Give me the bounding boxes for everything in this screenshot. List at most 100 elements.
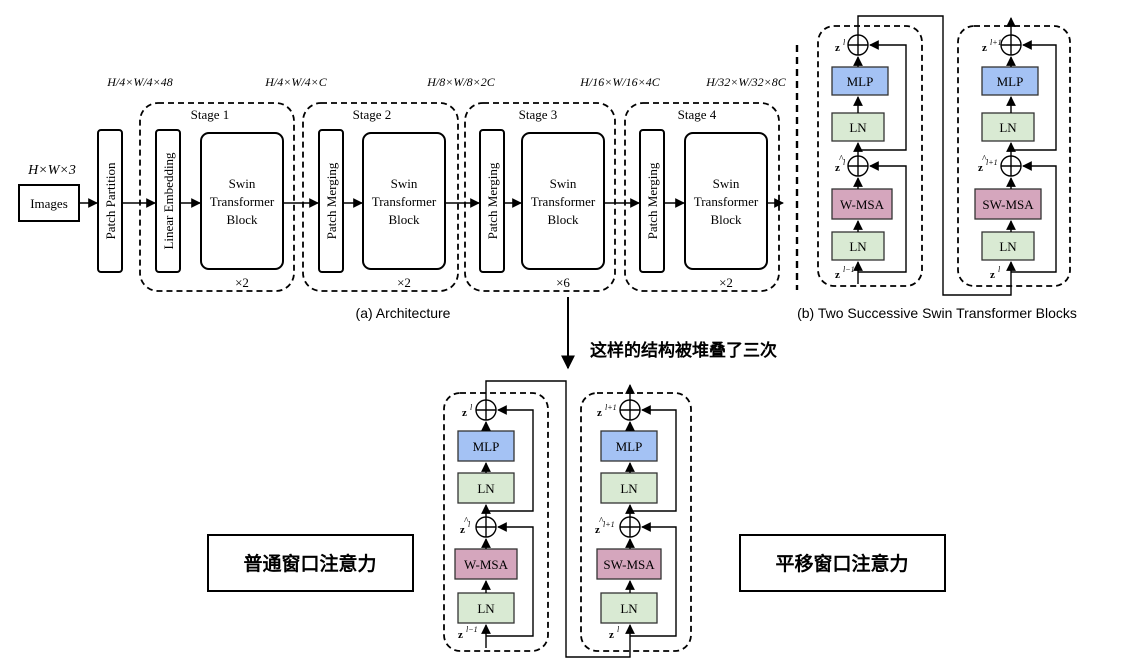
mlp-label: MLP: [616, 439, 643, 454]
z-sup: l: [843, 38, 846, 47]
regular-window-box: [207, 534, 414, 592]
stage-3-swin-block: [521, 132, 605, 270]
hat-mark: ^: [839, 154, 844, 165]
images-label: Images: [30, 196, 68, 211]
swin-line1: Swin: [550, 176, 577, 191]
ln-label: LN: [849, 239, 867, 254]
architecture-panel: H×W×3 Images Patch Partition H/4×W/4×48 …: [18, 75, 787, 321]
ln-label: LN: [849, 120, 867, 135]
ln-label: LN: [620, 601, 638, 616]
stage-3-dim: H/16×W/16×4C: [579, 75, 661, 89]
patch-merging-label: Patch Merging: [645, 162, 660, 239]
zhat-label: z: [978, 162, 983, 174]
swmsa-box: [596, 548, 662, 580]
z-label: z: [835, 42, 840, 54]
stage-2-label: Stage 2: [353, 107, 392, 122]
zhat-label: z: [595, 524, 600, 536]
ln-box: [600, 472, 658, 504]
ln-label: LN: [477, 481, 495, 496]
z-input-label: z: [990, 269, 995, 281]
stage-4-dim: H/32×W/32×8C: [705, 75, 787, 89]
patch-merging-label: Patch Merging: [485, 162, 500, 239]
mlp-box: [600, 430, 658, 462]
z-sup: l+1: [990, 38, 1002, 47]
stage-1-swin-block: [200, 132, 284, 270]
z-input-label: z: [609, 629, 614, 641]
hat-mark: ^: [982, 154, 987, 165]
stage-4-frame: [624, 102, 780, 292]
swin-line3: Block: [710, 212, 742, 227]
stage-1-frame: [139, 102, 295, 292]
z-input-sup: l: [998, 265, 1001, 274]
ln-box: [981, 231, 1035, 261]
linear-embedding-label: Linear Embedding: [161, 152, 176, 250]
successive-blocks-bottom: LN W-MSA LN MLP z l z l ^ z l−1 LN SW-MS…: [443, 380, 692, 658]
zhat-sup: l: [468, 520, 471, 529]
stage-4-label: Stage 4: [678, 107, 717, 122]
ln-box: [457, 472, 515, 504]
mlp-box: [831, 66, 889, 96]
mlp-box: [457, 430, 515, 462]
dim-partition-label: H/4×W/4×48: [106, 75, 173, 89]
swin-line3: Block: [388, 212, 420, 227]
stage-4-merging-box: [639, 129, 665, 273]
patch-partition-label: Patch Partition: [103, 162, 118, 239]
ln-box: [981, 112, 1035, 142]
z-label: z: [597, 407, 602, 419]
shifted-window-label: 平移窗口注意力: [775, 552, 908, 575]
stacked-note: 这样的结构被堆叠了三次: [590, 340, 777, 361]
stage-3-merging-box: [479, 129, 505, 273]
wmsa-label: W-MSA: [840, 197, 885, 212]
mlp-label: MLP: [997, 74, 1024, 89]
zhat-sup: l+1: [986, 158, 998, 167]
wmsa-box: [454, 548, 518, 580]
z-input-sup: l−1: [843, 265, 855, 274]
z-input-sup: l−1: [466, 625, 478, 634]
stage-2-swin-block: [362, 132, 446, 270]
stage-2-merging-box: [318, 129, 344, 273]
swmsa-label: SW-MSA: [603, 557, 655, 572]
linear-embedding-box: [155, 129, 181, 273]
stage-3-repeat: ×6: [556, 275, 570, 290]
swin-line2: Transformer: [531, 194, 596, 209]
swin-line1: Swin: [713, 176, 740, 191]
swin-line3: Block: [226, 212, 258, 227]
stage-4-swin-block: [684, 132, 768, 270]
mlp-box: [981, 66, 1039, 96]
successive-blocks-top: LN W-MSA LN MLP z l z l ^ z l−1 LN: [797, 15, 1077, 321]
input-dim-label: H×W×3: [27, 163, 76, 178]
shifted-window-box: [739, 534, 946, 592]
ln-label: LN: [999, 239, 1017, 254]
swmsa-label: SW-MSA: [982, 197, 1034, 212]
swin-line3: Block: [547, 212, 579, 227]
stage-1-label: Stage 1: [191, 107, 230, 122]
regular-window-label: 普通窗口注意力: [243, 552, 376, 575]
ln-label: LN: [477, 601, 495, 616]
stage-2-frame: [302, 102, 459, 292]
hat-mark: ^: [599, 516, 604, 527]
stage-1-repeat: ×2: [235, 275, 249, 290]
ln-label: LN: [620, 481, 638, 496]
zhat-sup: l: [843, 158, 846, 167]
wmsa-box: [831, 188, 893, 220]
swin-line1: Swin: [391, 176, 418, 191]
wmsa-label: W-MSA: [464, 557, 509, 572]
stage-1-dim: H/4×W/4×C: [264, 75, 328, 89]
swin-line2: Transformer: [372, 194, 437, 209]
images-box: [18, 184, 80, 222]
z-input-label: z: [835, 269, 840, 281]
stage-2-repeat: ×2: [397, 275, 411, 290]
swmsa-box: [974, 188, 1042, 220]
stage-2-dim: H/8×W/8×2C: [426, 75, 496, 89]
mlp-label: MLP: [847, 74, 874, 89]
z-input-label: z: [458, 629, 463, 641]
ln-box: [831, 231, 885, 261]
z-input-sup: l: [617, 625, 620, 634]
zhat-label: z: [460, 524, 465, 536]
hat-mark: ^: [464, 516, 469, 527]
ln-box: [600, 592, 658, 624]
z-sup: l: [470, 403, 473, 412]
swin-line1: Swin: [229, 176, 256, 191]
stage-3-frame: [464, 102, 616, 292]
z-label: z: [982, 42, 987, 54]
